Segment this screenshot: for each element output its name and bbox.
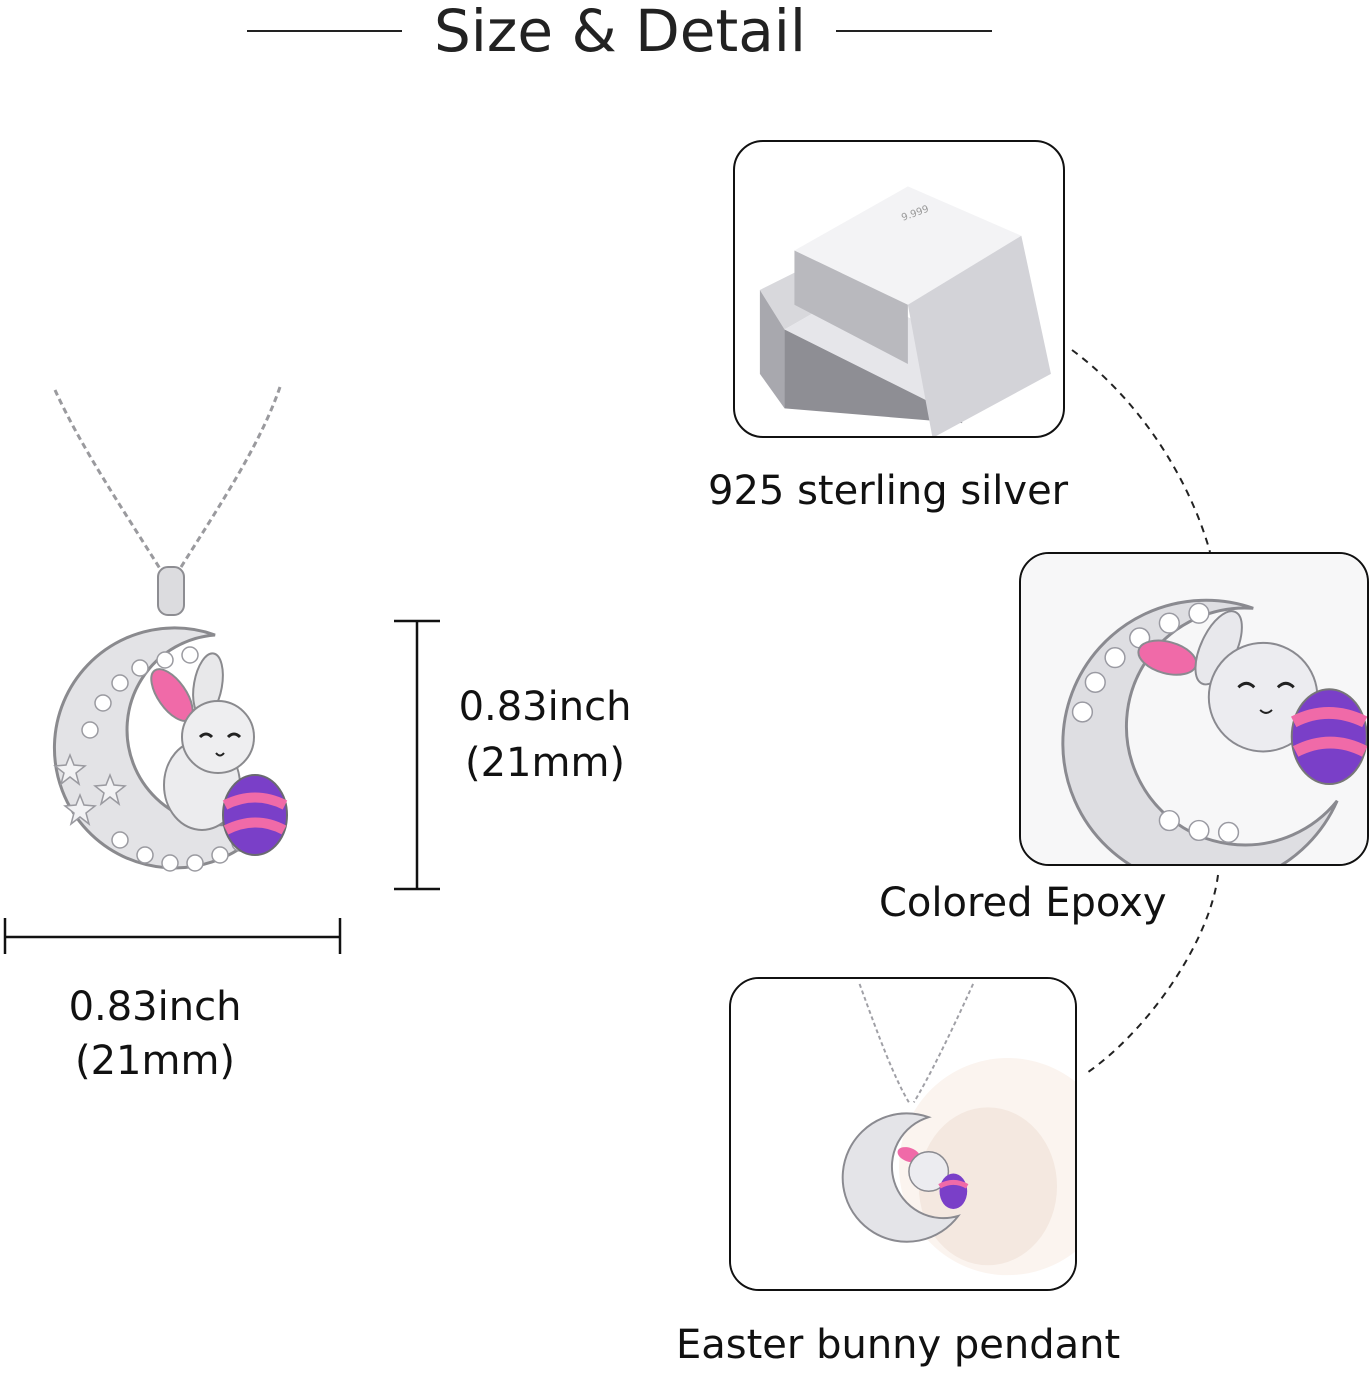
title-rule-right — [836, 30, 992, 32]
height-dimension-marker — [390, 618, 444, 892]
sterling-silver-card: 9.999 — [733, 140, 1065, 438]
page-title: Size & Detail — [433, 0, 806, 65]
silver-bars-icon: 9.999 — [759, 186, 1051, 436]
width-mm-label: (21mm) — [74, 1038, 236, 1084]
sterling-silver-label: 925 sterling silver — [708, 468, 1069, 514]
width-dimension-marker — [2, 916, 344, 956]
height-inch-label: 0.83inch — [458, 684, 632, 730]
colored-epoxy-label: Colored Epoxy — [879, 880, 1167, 926]
height-mm-label: (21mm) — [464, 740, 626, 786]
necklace-rose-icon — [731, 979, 1075, 1289]
easter-bunny-pendant-card — [729, 977, 1077, 1291]
necklace-product-image — [40, 385, 300, 885]
colored-epoxy-card — [1019, 552, 1369, 866]
pendant-closeup-icon — [1021, 554, 1367, 864]
easter-bunny-pendant-label: Easter bunny pendant — [676, 1322, 1121, 1368]
title-rule-left — [247, 30, 402, 32]
dashed-connector — [1070, 340, 1230, 1090]
width-inch-label: 0.83inch — [68, 984, 242, 1030]
